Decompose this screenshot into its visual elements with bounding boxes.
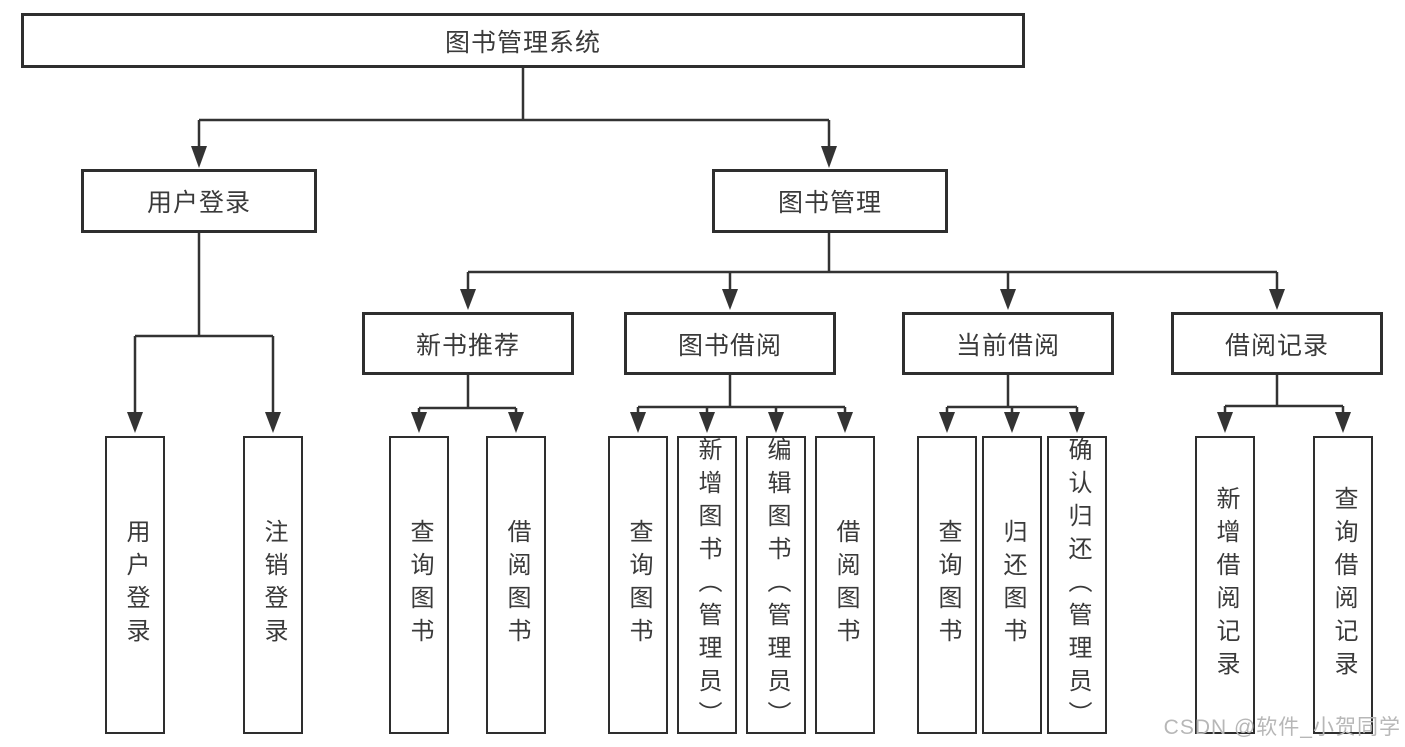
leaf-logout-label: 注销登录 bbox=[260, 519, 287, 651]
leaf-bb-add-books-admin: 新增图书（管理员） bbox=[677, 436, 737, 734]
leaf-cb-return-books-label: 归还图书 bbox=[999, 519, 1026, 651]
leaf-user-login-label: 用户登录 bbox=[122, 519, 149, 651]
csdn-watermark: CSDN @软件_小贺同学 bbox=[1163, 716, 1401, 739]
leaf-bb-edit-books-admin-label: 编辑图书（管理员） bbox=[763, 436, 790, 734]
node-book-borrowing: 图书借阅 bbox=[624, 312, 836, 375]
leaf-user-login: 用户登录 bbox=[105, 436, 165, 734]
leaf-logout: 注销登录 bbox=[243, 436, 303, 734]
leaf-cb-query-books-label: 查询图书 bbox=[934, 519, 961, 651]
leaf-nb-query-books: 查询图书 bbox=[389, 436, 449, 734]
leaf-bb-edit-books-admin: 编辑图书（管理员） bbox=[746, 436, 806, 734]
node-book-borrowing-label: 图书借阅 bbox=[677, 331, 782, 360]
leaf-br-add-record: 新增借阅记录 bbox=[1195, 436, 1255, 734]
node-book-management-label: 图书管理 bbox=[777, 189, 882, 217]
node-borrow-records-label: 借阅记录 bbox=[1224, 331, 1329, 360]
node-root: 图书管理系统 bbox=[21, 13, 1025, 68]
leaf-bb-query-books: 查询图书 bbox=[608, 436, 668, 734]
node-borrow-records: 借阅记录 bbox=[1171, 312, 1383, 375]
node-book-management: 图书管理 bbox=[712, 169, 948, 233]
leaf-br-add-record-label: 新增借阅记录 bbox=[1212, 486, 1239, 684]
leaf-cb-confirm-return-admin: 确认归还（管理员） bbox=[1047, 436, 1107, 734]
node-current-borrowing: 当前借阅 bbox=[902, 312, 1114, 375]
leaf-cb-confirm-return-admin-label: 确认归还（管理员） bbox=[1064, 436, 1091, 734]
node-root-label: 图书管理系统 bbox=[444, 28, 601, 57]
leaf-br-query-record: 查询借阅记录 bbox=[1313, 436, 1373, 734]
leaf-cb-query-books: 查询图书 bbox=[917, 436, 977, 734]
leaf-br-query-record-label: 查询借阅记录 bbox=[1330, 486, 1357, 684]
node-current-borrowing-label: 当前借阅 bbox=[955, 331, 1060, 360]
leaf-nb-query-books-label: 查询图书 bbox=[406, 519, 433, 651]
leaf-bb-borrow-books: 借阅图书 bbox=[815, 436, 875, 734]
leaf-bb-add-books-admin-label: 新增图书（管理员） bbox=[694, 436, 721, 734]
node-user-login: 用户登录 bbox=[81, 169, 317, 233]
leaf-bb-borrow-books-label: 借阅图书 bbox=[832, 519, 859, 651]
leaf-nb-borrow-books-label: 借阅图书 bbox=[503, 519, 530, 651]
leaf-nb-borrow-books: 借阅图书 bbox=[486, 436, 546, 734]
node-new-book-recommend-label: 新书推荐 bbox=[415, 331, 520, 360]
leaf-cb-return-books: 归还图书 bbox=[982, 436, 1042, 734]
leaf-bb-query-books-label: 查询图书 bbox=[625, 519, 652, 651]
node-user-login-label: 用户登录 bbox=[146, 189, 251, 217]
node-new-book-recommend: 新书推荐 bbox=[362, 312, 574, 375]
